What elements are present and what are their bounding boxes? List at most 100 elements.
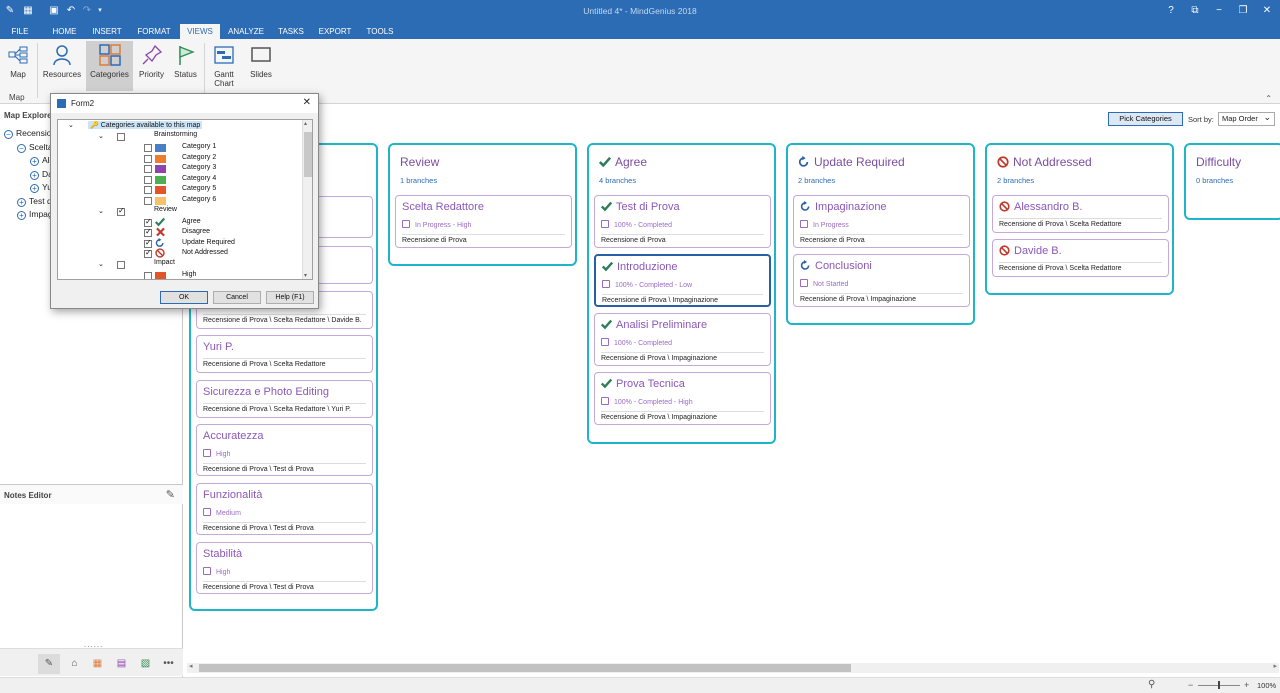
status-button[interactable]: Status: [171, 41, 200, 91]
category-checkbox[interactable]: [144, 217, 152, 227]
help-icon[interactable]: ?: [1168, 5, 1174, 16]
redo-icon[interactable]: ↷: [82, 5, 92, 16]
tab-insert[interactable]: INSERT: [92, 27, 122, 36]
gantt-chart-button[interactable]: Gantt Chart: [208, 41, 240, 91]
collapse-ribbon-icon[interactable]: ⌃: [1265, 94, 1272, 103]
collapse-chevron-icon[interactable]: ⌄: [98, 207, 104, 215]
tree-item[interactable]: +Yu: [30, 182, 52, 193]
sort-by-select[interactable]: Map Order: [1218, 111, 1275, 126]
scrollbar-thumb[interactable]: [199, 664, 851, 672]
tree-scroll-down-icon[interactable]: ▾: [304, 273, 308, 279]
slides-button[interactable]: Slides: [246, 41, 276, 91]
collapse-icon[interactable]: −: [17, 143, 26, 153]
collapse-chevron-icon[interactable]: ⌄: [98, 133, 104, 140]
zoom-out-icon[interactable]: −: [1188, 680, 1194, 690]
undo-icon[interactable]: ↶: [66, 5, 76, 16]
category-checkbox[interactable]: [144, 175, 152, 184]
tree-item[interactable]: +Test d: [17, 196, 52, 207]
tab-export[interactable]: EXPORT: [318, 27, 352, 36]
pick-categories-button[interactable]: Pick Categories: [1108, 112, 1183, 126]
tab-views[interactable]: VIEWS: [180, 24, 220, 39]
expand-icon[interactable]: +: [30, 157, 39, 166]
tree-item[interactable]: +Ale: [30, 155, 54, 166]
category-checkbox[interactable]: [144, 197, 152, 205]
tab-home[interactable]: HOME: [52, 27, 77, 36]
scroll-right-icon[interactable]: ▸: [1273, 663, 1277, 670]
zoom-search-icon[interactable]: ⚲: [1148, 679, 1156, 690]
scroll-left-icon[interactable]: ◂: [189, 663, 193, 670]
collapse-chevron-icon[interactable]: ⌄: [98, 261, 104, 268]
category-checkbox[interactable]: [144, 238, 152, 248]
collapse-icon[interactable]: −: [4, 130, 13, 139]
expand-icon[interactable]: +: [30, 170, 39, 180]
tree-scroll-up-icon[interactable]: ▴: [304, 121, 308, 127]
tab-tools[interactable]: TOOLS: [366, 27, 394, 36]
branch-card[interactable]: Yuri P.Recensione di Prova \ Scelta Reda…: [196, 335, 373, 373]
cancel-button[interactable]: Cancel: [213, 291, 261, 304]
more-icon[interactable]: •••: [163, 658, 174, 669]
map-view-button[interactable]: Map: [2, 41, 34, 91]
group-checkbox[interactable]: [117, 133, 125, 141]
edit-pen-icon[interactable]: ✎: [165, 489, 175, 501]
branch-card[interactable]: Alessandro B.Recensione di Prova \ Scelt…: [992, 195, 1169, 233]
tab-format[interactable]: FORMAT: [137, 27, 171, 36]
customize-icon[interactable]: ▾: [98, 7, 102, 14]
tree-scrollbar[interactable]: ▴ ▾: [302, 120, 312, 279]
tree-item[interactable]: −Recensio: [4, 128, 51, 139]
categories-grid-icon[interactable]: ▦: [92, 658, 103, 669]
category-checkbox[interactable]: [144, 186, 152, 195]
tree-item[interactable]: −Scelta: [17, 142, 53, 153]
group-checkbox[interactable]: [117, 206, 125, 216]
pen-icon[interactable]: ✎: [38, 654, 60, 674]
categories-button[interactable]: Categories: [86, 41, 133, 91]
category-checkbox[interactable]: [144, 165, 152, 174]
tree-item[interactable]: +Da: [30, 169, 53, 180]
expand-icon[interactable]: +: [17, 211, 26, 220]
branch-card[interactable]: Davide B.Recensione di Prova \ Scelta Re…: [992, 239, 1169, 277]
priority-button[interactable]: Priority: [136, 41, 167, 91]
help-button[interactable]: Help (F1): [266, 291, 314, 304]
zoom-slider-thumb[interactable]: [1218, 681, 1220, 689]
category-checkbox[interactable]: [144, 154, 152, 163]
image-icon[interactable]: ▧: [140, 658, 151, 669]
tree-item[interactable]: +Impag: [17, 209, 53, 220]
tree-scroll-thumb[interactable]: [304, 132, 312, 177]
group-checkbox[interactable]: [117, 261, 125, 269]
book-icon[interactable]: ▤: [116, 658, 127, 669]
category-checkbox[interactable]: [144, 144, 152, 152]
horizontal-scrollbar[interactable]: ◂ ▸: [187, 663, 1279, 673]
dialog-close-icon[interactable]: ✕: [302, 97, 311, 108]
splitter-grip[interactable]: ......: [84, 640, 104, 649]
resources-button[interactable]: Resources: [42, 41, 82, 91]
tab-analyze[interactable]: ANALYZE: [228, 27, 264, 36]
tree-root[interactable]: 🔑Categories available to this map: [88, 121, 203, 129]
close-icon[interactable]: ✕: [1262, 5, 1272, 16]
expand-icon[interactable]: +: [17, 197, 26, 207]
home-map-icon[interactable]: ⌂: [71, 658, 78, 669]
category-checkbox[interactable]: [144, 248, 152, 259]
zoom-in-icon[interactable]: +: [1244, 680, 1250, 690]
tab-tasks[interactable]: TASKS: [278, 27, 304, 36]
category-checkbox[interactable]: [144, 227, 152, 238]
save-icon[interactable]: ▣: [49, 5, 59, 16]
category-checkbox[interactable]: [144, 272, 152, 279]
tab-file[interactable]: FILE: [11, 27, 29, 36]
quick-access-icon[interactable]: ▦: [23, 5, 33, 16]
ribbon-display-icon[interactable]: ⧉: [1191, 5, 1199, 16]
collapse-chevron-icon[interactable]: ⌄: [68, 122, 74, 129]
expand-icon[interactable]: +: [30, 184, 39, 193]
minimize-icon[interactable]: −: [1216, 5, 1222, 16]
ok-button[interactable]: OK: [160, 291, 208, 304]
maximize-icon[interactable]: ❐: [1238, 5, 1248, 16]
